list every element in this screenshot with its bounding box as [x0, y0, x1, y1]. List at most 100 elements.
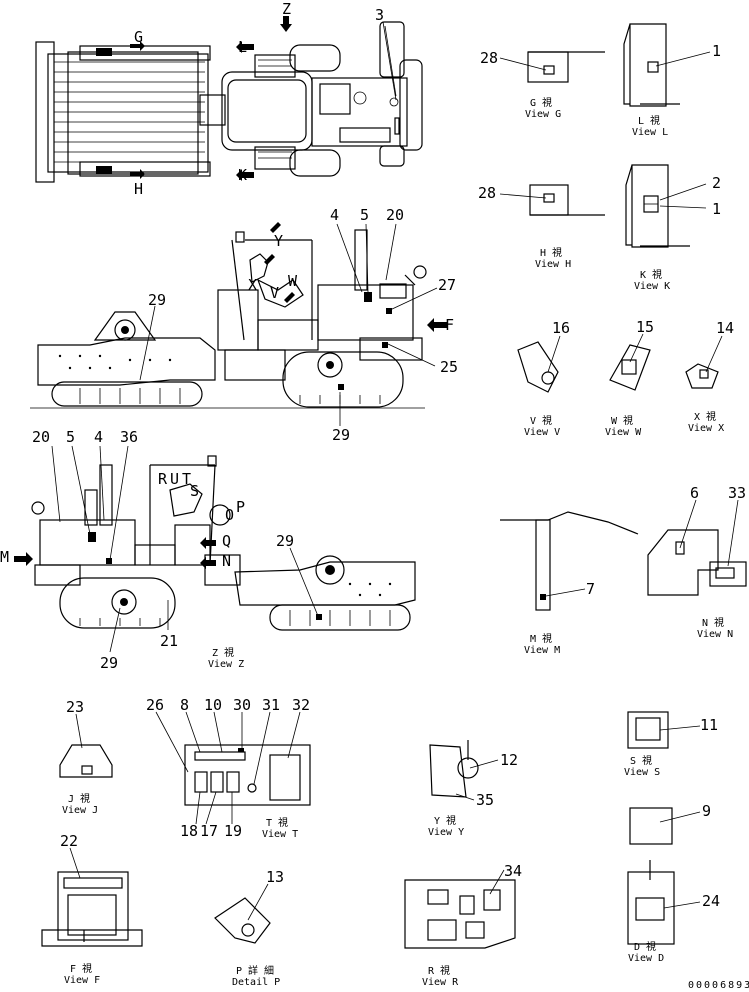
view-s-jp: S 視: [630, 754, 652, 767]
callout-17: 17: [200, 822, 218, 840]
view-m-jp: M 視: [530, 632, 552, 645]
view-r-en: View R: [422, 977, 459, 988]
callout-33: 33: [728, 484, 746, 502]
view-n-drawing: [647, 529, 747, 596]
view-r-jp: R 視: [428, 964, 450, 977]
arrow-label-g: G: [134, 28, 143, 46]
view-h-drawing: [529, 184, 605, 216]
view-j-jp: J 視: [68, 792, 90, 805]
view-w-jp: W 視: [611, 414, 633, 427]
callout-8: 8: [180, 696, 189, 714]
callout-5-side: 5: [360, 206, 369, 224]
callout-4-left: 4: [94, 428, 103, 446]
arrow-label-r: R: [158, 470, 168, 488]
view-l-jp: L 視: [638, 114, 660, 127]
callout-20-left: 20: [32, 428, 50, 446]
callout-34: 34: [504, 862, 522, 880]
callout-10: 10: [204, 696, 222, 714]
callout-3: 3: [375, 6, 384, 24]
callout-2: 2: [712, 174, 721, 192]
view-t-drawing: [184, 744, 311, 806]
arrow-label-q: Q: [222, 532, 231, 550]
view-k-drawing: [625, 164, 690, 248]
arrow-label-o: O: [225, 506, 234, 524]
view-captions: G 視 View G L 視 View L H 視 View H K 視 Vie…: [62, 96, 733, 988]
callout-15: 15: [636, 318, 654, 336]
callout-29-left-rear: 29: [100, 654, 118, 672]
callout-32: 32: [292, 696, 310, 714]
view-n-en: View N: [697, 629, 733, 640]
callout-24: 24: [702, 892, 720, 910]
callout-30: 30: [233, 696, 251, 714]
side-view-left: [31, 455, 416, 631]
arrow-label-v: V: [270, 284, 279, 302]
arrow-label-l: L: [238, 38, 247, 56]
view-f-jp: F 視: [70, 962, 92, 975]
view-y-jp: Y 視: [434, 814, 456, 827]
arrow-label-u: U: [170, 470, 179, 488]
view-z-en: View Z: [208, 659, 244, 670]
view-y-drawing: [429, 740, 479, 798]
detail-p-en: Detail P: [232, 977, 280, 988]
callout-1-k: 1: [712, 200, 721, 218]
view-x-drawing: [685, 363, 719, 389]
view-w-en: View W: [605, 427, 642, 438]
view-h-en: View H: [535, 259, 571, 270]
callout-4-side: 4: [330, 206, 339, 224]
callout-35: 35: [476, 791, 494, 809]
view-d-jp: D 視: [634, 940, 656, 953]
arrow-label-p: P: [236, 498, 245, 516]
detail-p-jp: P 詳 細: [236, 964, 274, 977]
view-g-drawing: [527, 51, 605, 83]
view-r-drawing: [404, 879, 516, 949]
leader-lines: [51, 21, 739, 921]
callout-31: 31: [262, 696, 280, 714]
callout-1-l: 1: [712, 42, 721, 60]
callout-28-h: 28: [478, 184, 496, 202]
view-j-en: View J: [62, 805, 98, 816]
callout-19: 19: [224, 822, 242, 840]
callout-29-front: 29: [148, 291, 166, 309]
arrow-label-x: X: [248, 276, 257, 294]
callout-6: 6: [690, 484, 699, 502]
view-x-jp: X 視: [694, 410, 716, 423]
view-w-drawing: [609, 344, 651, 391]
arrow-label-s: S: [190, 482, 199, 500]
direction-arrows: [14, 16, 448, 569]
arrow-label-f: F: [445, 316, 454, 334]
view-n-jp: N 視: [702, 616, 724, 629]
view-k-jp: K 視: [640, 268, 662, 281]
arrow-label-m: M: [0, 548, 9, 566]
arrow-letters: G H K L Z F M N O P Q R S T U V W X Y: [0, 0, 454, 570]
view-v-jp: V 視: [530, 414, 552, 427]
arrow-label-w: W: [288, 272, 298, 290]
view-l-en: View L: [632, 127, 668, 138]
callout-11: 11: [700, 716, 718, 734]
callout-22: 22: [60, 832, 78, 850]
callout-26: 26: [146, 696, 164, 714]
view-m-en: View M: [524, 645, 560, 656]
view-d-en: View D: [628, 953, 664, 964]
callout-7: 7: [586, 580, 595, 598]
view-f-en: View F: [64, 975, 100, 986]
callout-16: 16: [552, 319, 570, 337]
view-j-drawing: [59, 744, 113, 778]
view-d-drawing: [627, 807, 675, 945]
arrow-label-t: T: [182, 470, 191, 488]
view-g-en: View G: [525, 109, 561, 120]
arrow-label-k: K: [238, 166, 247, 184]
callout-9: 9: [702, 802, 711, 820]
view-t-jp: T 視: [266, 816, 288, 829]
callout-23: 23: [66, 698, 84, 716]
view-x-en: View X: [688, 423, 724, 434]
view-l-drawing: [623, 23, 680, 107]
callout-36: 36: [120, 428, 138, 446]
callout-14: 14: [716, 319, 734, 337]
view-f-drawing: [41, 871, 143, 947]
view-g-jp: G 視: [530, 96, 552, 109]
view-m-drawing: [500, 511, 639, 611]
top-plan-view: [35, 21, 423, 183]
callout-numbers: 3 28 1 28 2 1 4 5 20 27 29 25 29 16 15 1…: [32, 6, 746, 910]
callout-5-left: 5: [66, 428, 75, 446]
